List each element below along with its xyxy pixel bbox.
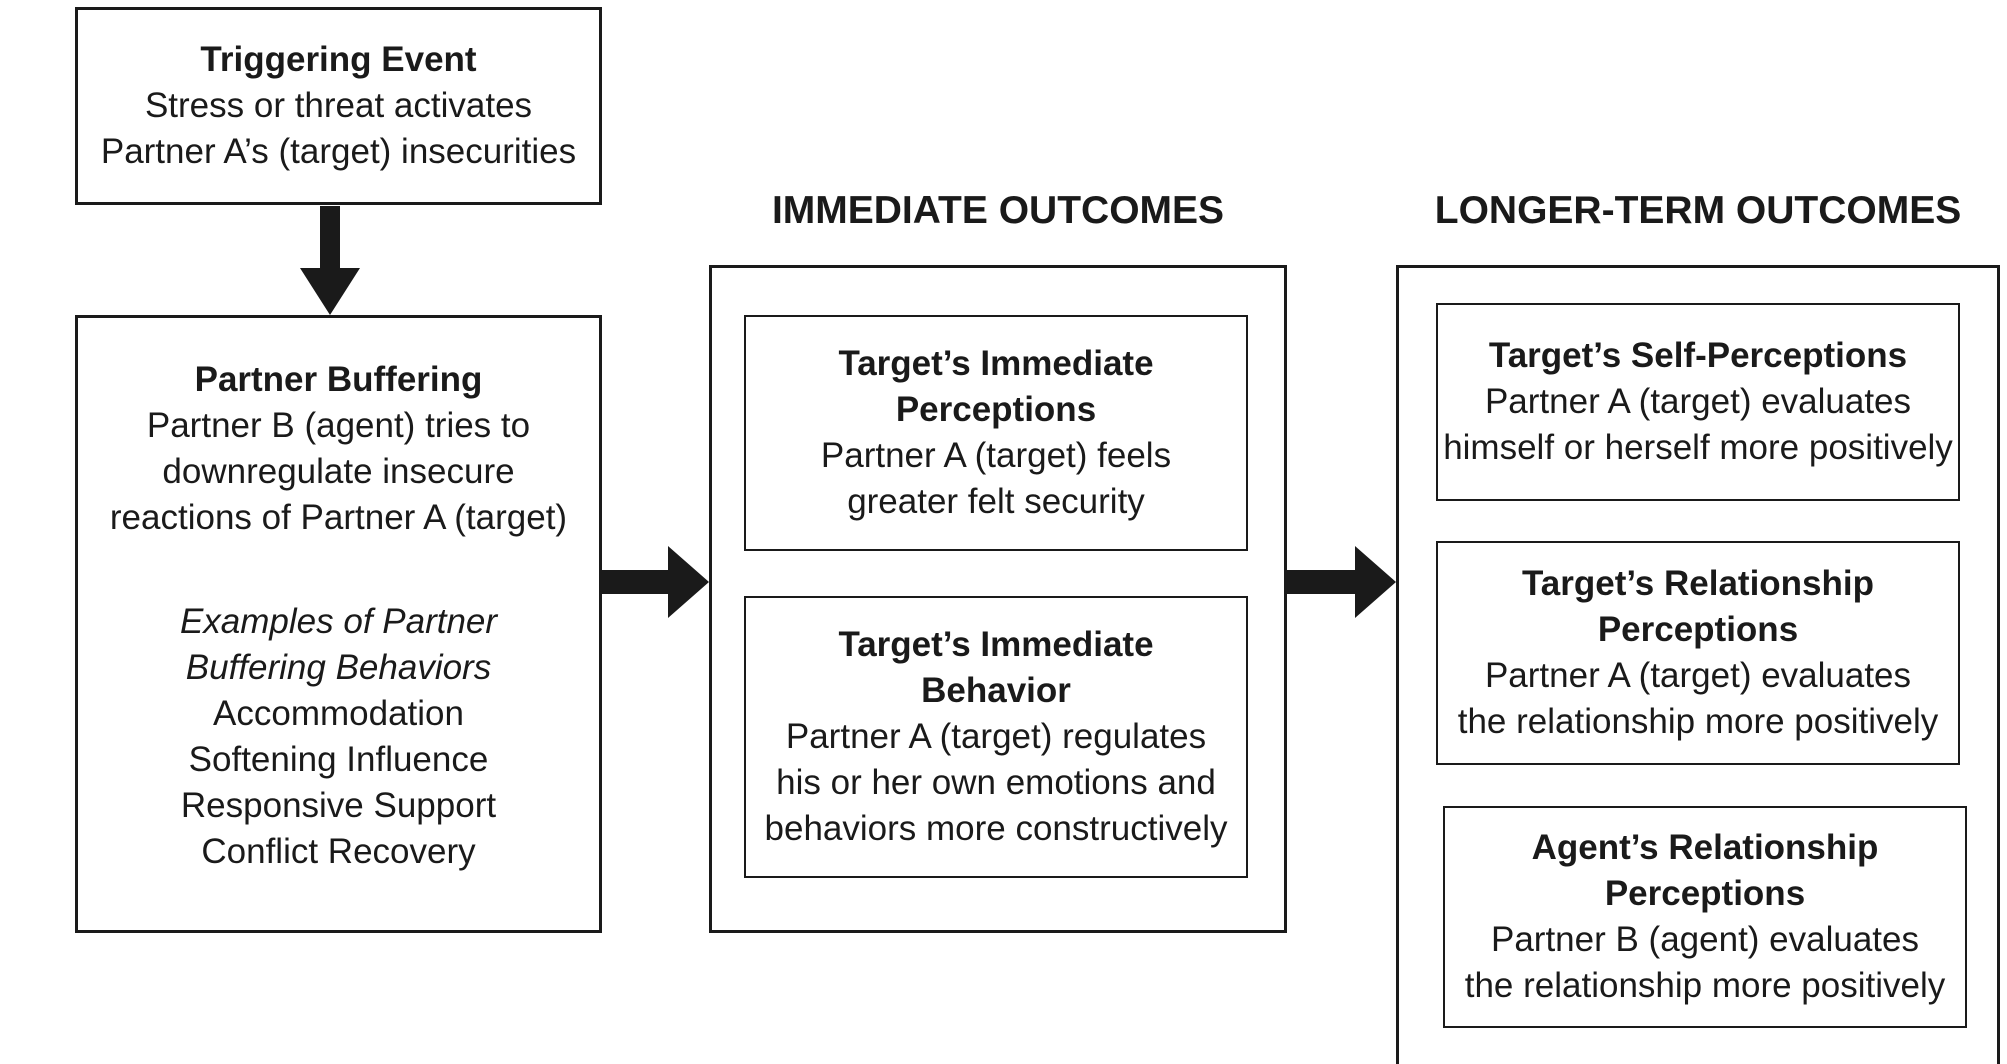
relationship-perceptions-title-1: Target’s Relationship	[1522, 564, 1874, 603]
longer-term-outcomes-heading: LONGER-TERM OUTCOMES	[1434, 189, 1962, 232]
immediate-behavior-title-1: Target’s Immediate	[838, 625, 1154, 664]
example-item: Softening Influence	[188, 740, 489, 779]
immediate-behavior-title-2: Behavior	[921, 671, 1071, 710]
partner-buffering-line-2: downregulate insecure	[162, 452, 515, 491]
immediate-outcomes-box	[709, 265, 1287, 933]
immediate-behavior-line-1: Partner A (target) regulates	[785, 717, 1207, 756]
immediate-perceptions-line-1: Partner A (target) feels	[820, 436, 1172, 475]
examples-heading-line-1: Examples of Partner	[179, 602, 498, 641]
partner-buffering-box: Partner Buffering Partner B (agent) trie…	[75, 315, 602, 933]
relationship-perceptions-title-2: Perceptions	[1597, 610, 1799, 649]
immediate-perceptions-box: Target’s Immediate Perceptions Partner A…	[744, 315, 1248, 551]
immediate-outcomes-heading: IMMEDIATE OUTCOMES	[771, 189, 1225, 232]
immediate-perceptions-title-2: Perceptions	[895, 390, 1097, 429]
triggering-event-line-2: Partner A’s (target) insecurities	[100, 132, 577, 171]
agent-perceptions-line-1: Partner B (agent) evaluates	[1490, 920, 1919, 959]
agent-perceptions-box: Agent’s Relationship Perceptions Partner…	[1443, 806, 1967, 1028]
triggering-event-title: Triggering Event	[200, 40, 477, 79]
agent-perceptions-title-1: Agent’s Relationship	[1531, 828, 1879, 867]
immediate-behavior-box: Target’s Immediate Behavior Partner A (t…	[744, 596, 1248, 878]
immediate-perceptions-title-1: Target’s Immediate	[838, 344, 1154, 383]
down-arrow	[300, 206, 360, 315]
example-item: Accommodation	[213, 694, 464, 733]
relationship-perceptions-box: Target’s Relationship Perceptions Partne…	[1436, 541, 1960, 765]
self-perceptions-title: Target’s Self-Perceptions	[1488, 336, 1908, 375]
partner-buffering-title: Partner Buffering	[194, 360, 483, 399]
relationship-perceptions-line-2: the relationship more positively	[1457, 702, 1939, 741]
right-arrow-2	[1287, 546, 1396, 618]
immediate-behavior-line-2: his or her own emotions and	[776, 763, 1216, 802]
triggering-event-box: Triggering Event Stress or threat activa…	[75, 7, 602, 205]
self-perceptions-box: Target’s Self-Perceptions Partner A (tar…	[1436, 303, 1960, 501]
longer-term-outcomes-box	[1396, 265, 2000, 1064]
immediate-behavior-line-3: behaviors more constructively	[764, 809, 1228, 848]
right-arrow-1	[600, 546, 709, 618]
triggering-event-line-1: Stress or threat activates	[144, 86, 533, 125]
agent-perceptions-title-2: Perceptions	[1604, 874, 1806, 913]
partner-buffering-line-1: Partner B (agent) tries to	[146, 406, 531, 445]
immediate-perceptions-line-2: greater felt security	[847, 482, 1145, 521]
relationship-perceptions-line-1: Partner A (target) evaluates	[1484, 656, 1912, 695]
examples-heading-line-2: Buffering Behaviors	[185, 648, 492, 687]
partner-buffering-line-3: reactions of Partner A (target)	[109, 498, 568, 537]
self-perceptions-line-2: himself or herself more positively	[1443, 428, 1953, 467]
agent-perceptions-line-2: the relationship more positively	[1464, 966, 1946, 1005]
example-item: Responsive Support	[180, 786, 497, 825]
example-item: Conflict Recovery	[201, 832, 476, 871]
self-perceptions-line-1: Partner A (target) evaluates	[1484, 382, 1912, 421]
